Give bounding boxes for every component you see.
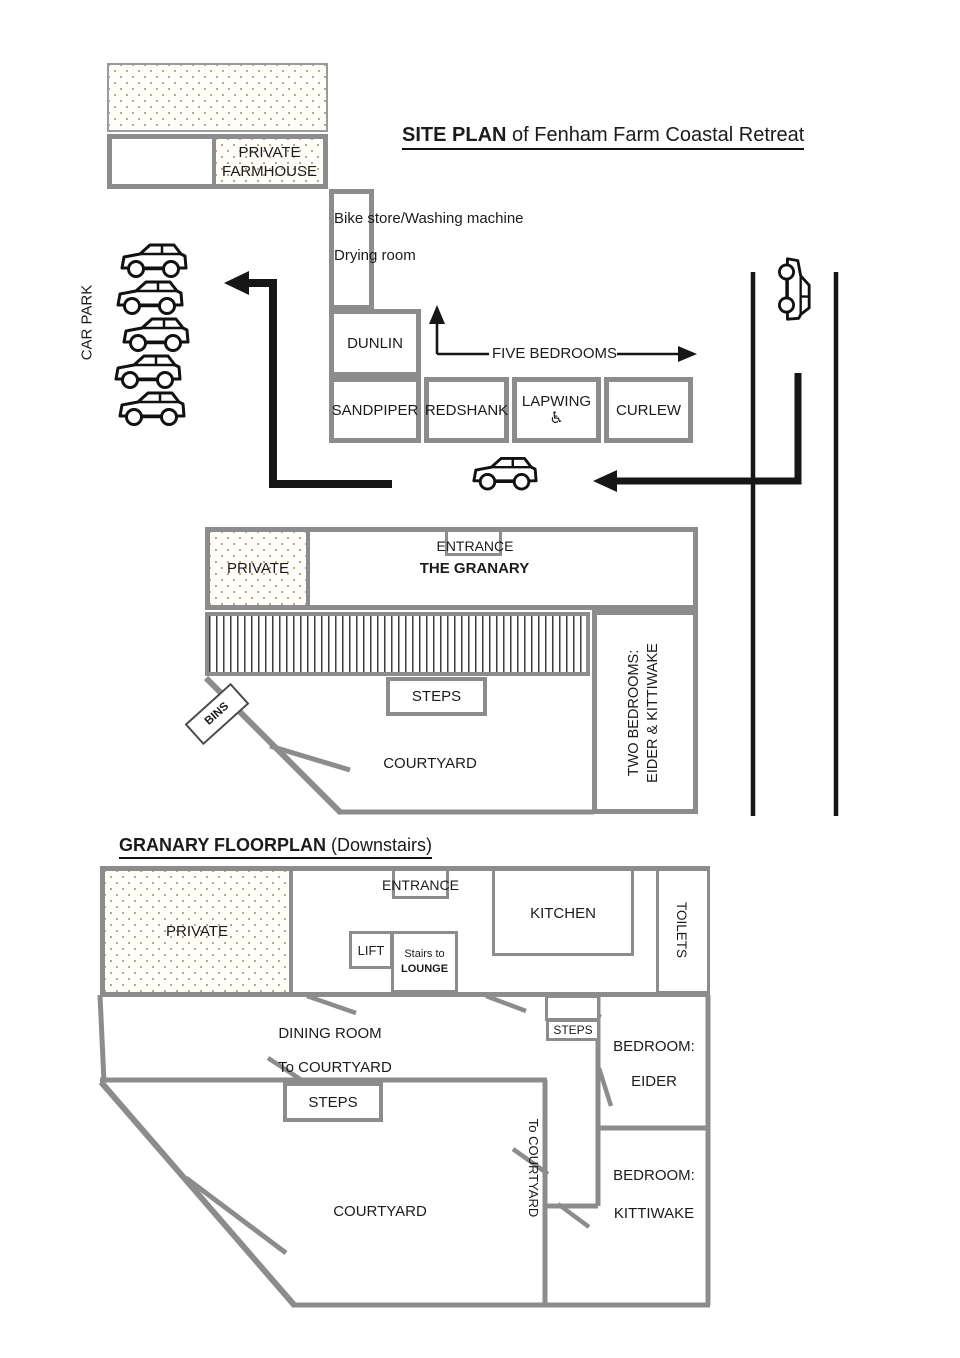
private-farmhouse-room: PRIVATE FARMHOUSE: [216, 139, 323, 184]
kitchen-room: [492, 868, 634, 956]
site-plan-title-bold: SITE PLAN: [402, 124, 507, 146]
dining-to-courtyard-label: To COURTYARD: [278, 1059, 392, 1076]
site-steps-box: STEPS: [386, 677, 487, 716]
floorplan-private-area: PRIVATE: [105, 871, 293, 992]
two-bedrooms-label-line2: EIDER & KITTIWAKE: [645, 643, 661, 783]
bedroom-eider-label-line1: BEDROOM:: [613, 1038, 695, 1055]
floorplan-title-bold: GRANARY FLOORPLAN: [119, 835, 326, 855]
lift-label: LIFT: [357, 942, 385, 958]
exit-arrowhead-icon: [224, 271, 249, 295]
granary-entrance-porch: [445, 529, 502, 556]
site-courtyard-label: COURTYARD: [383, 755, 477, 772]
up-arrowhead-icon: [429, 305, 445, 324]
room-redshank: REDSHANK: [424, 377, 509, 443]
two-bedrooms-label-line1: TWO BEDROOMS:: [626, 649, 642, 777]
farmhouse-building: PRIVATE FARMHOUSE: [107, 134, 328, 189]
car-icon: [122, 317, 190, 352]
floorplan-entrance-label: ENTRANCE: [381, 877, 459, 893]
room-curlew-label: CURLEW: [615, 401, 681, 419]
car-park-label: CAR PARK: [78, 284, 96, 361]
corridor-steps-label: STEPS: [553, 1023, 593, 1037]
site-plan-title-rest: of Fenham Farm Coastal Retreat: [506, 124, 805, 146]
entry-arrowhead-icon: [593, 470, 617, 492]
toilets-room: [656, 868, 710, 994]
floorplan-courtyard-gate: [184, 1176, 288, 1255]
granary-entrance-label: ENTRANCE: [436, 538, 514, 554]
dining-room-label: DINING ROOM: [278, 1025, 382, 1042]
granary-name-label: THE GRANARY: [419, 560, 530, 577]
car-icon: [778, 257, 811, 321]
car-icon: [116, 280, 184, 315]
wheelchair-icon: ♿: [549, 410, 564, 427]
right-arrowhead-icon: [678, 346, 697, 362]
site-courtyard-gate: [269, 743, 351, 773]
granary-private-area: PRIVATE: [210, 532, 310, 605]
room-sandpiper-label: SANDPIPER: [331, 401, 419, 419]
car-icon: [114, 354, 182, 389]
room-lapwing-label: LAPWING: [521, 393, 592, 410]
two-bedrooms-label: TWO BEDROOMS: EIDER & KITTIWAKE: [625, 618, 665, 808]
drying-room-label: Drying room: [334, 247, 416, 264]
farmhouse-garden-area: [107, 63, 328, 132]
floorplan-courtyard-label: COURTYARD: [333, 1203, 427, 1220]
granary-private-label: PRIVATE: [227, 560, 289, 577]
five-bedrooms-label: FIVE BEDROOMS: [492, 345, 618, 362]
car-icon: [120, 243, 188, 278]
floorplan-courtyard-diagonal-wall: [98, 1080, 298, 1308]
room-sandpiper: SANDPIPER: [329, 377, 421, 443]
car-icon: [472, 456, 538, 491]
stairs-to-lounge-box: Stairs to LOUNGE: [391, 931, 458, 993]
car-icon: [118, 391, 186, 426]
granary-terrace-hatched: [205, 612, 590, 676]
stairs-label-line1: Stairs to: [404, 948, 445, 960]
room-dunlin-label: DUNLIN: [347, 334, 403, 352]
floorplan-steps-box: STEPS: [283, 1082, 383, 1122]
corridor-steps-box: STEPS: [546, 1019, 600, 1041]
site-steps-label: STEPS: [411, 688, 462, 705]
room-redshank-label: REDSHANK: [424, 401, 509, 419]
bedroom-eider-label-line2: EIDER: [631, 1073, 677, 1090]
floorplan-title: GRANARY FLOORPLAN (Downstairs): [119, 835, 433, 859]
room-dunlin: DUNLIN: [329, 309, 421, 377]
two-bedrooms-annexe: [592, 610, 698, 814]
toilets-label: TOILETS: [674, 901, 689, 959]
corridor-to-courtyard-label: To COURTYARD: [526, 1118, 541, 1218]
farmhouse-west-wing: [112, 139, 216, 184]
bins-box: BINS: [184, 682, 250, 746]
floorplan-entrance-porch: [392, 868, 449, 899]
floorplan-title-rest: (Downstairs): [326, 835, 433, 855]
kitchen-label: KITCHEN: [530, 905, 596, 922]
lift-box: LIFT: [349, 931, 393, 969]
floorplan-steps-label: STEPS: [308, 1093, 358, 1111]
floorplan-private-label: PRIVATE: [166, 923, 228, 940]
stairs-label-line2: LOUNGE: [400, 963, 449, 975]
bedroom-kittiwake-label-line2: KITTIWAKE: [613, 1205, 695, 1222]
room-curlew: CURLEW: [604, 377, 693, 443]
bike-store-label: Bike store/Washing machine: [334, 210, 524, 227]
private-farmhouse-label-line1: PRIVATE: [238, 143, 301, 161]
private-farmhouse-label-line2: FARMHOUSE: [221, 162, 317, 180]
room-lapwing: LAPWING ♿: [512, 377, 601, 443]
utility-corridor: [329, 189, 374, 310]
bedroom-kittiwake-label-line1: BEDROOM:: [613, 1167, 695, 1184]
bins-label: BINS: [202, 700, 232, 728]
site-plan-title: SITE PLAN of Fenham Farm Coastal Retreat: [402, 124, 805, 150]
steps-landing-box: [545, 995, 600, 1021]
